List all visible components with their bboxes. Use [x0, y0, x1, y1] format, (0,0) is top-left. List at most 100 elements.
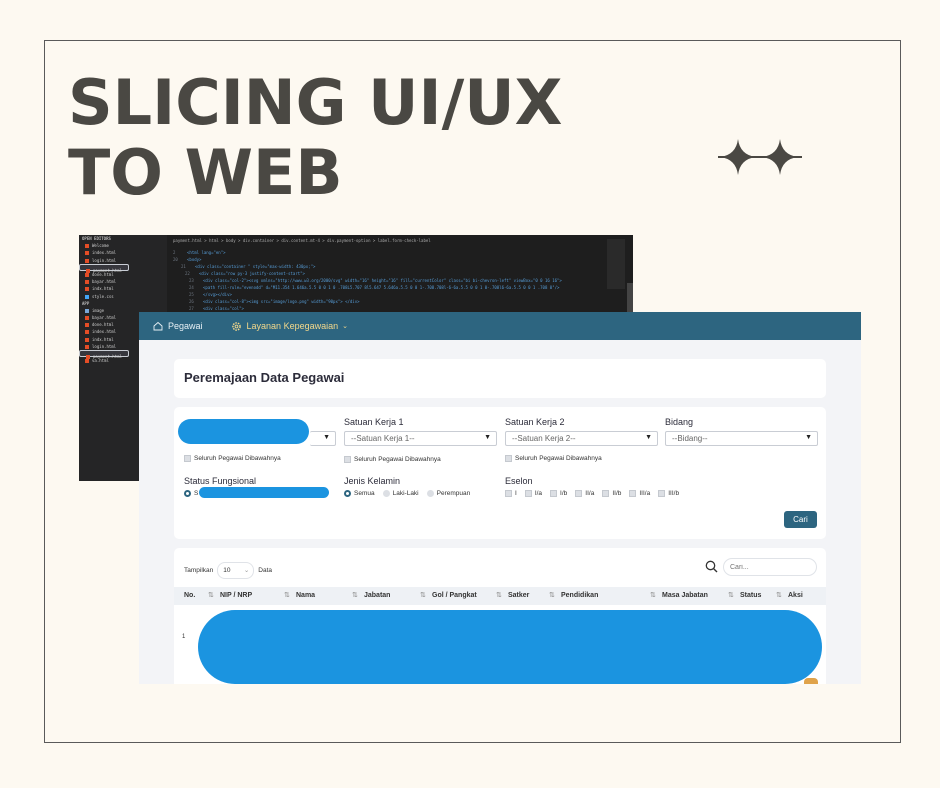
- sort-icon[interactable]: ⇅: [352, 592, 358, 599]
- file-name: Welcome: [92, 243, 109, 249]
- eselon-option-label: I/b: [560, 490, 568, 497]
- app-file-item[interactable]: va.html: [79, 357, 167, 364]
- eselon-checkbox[interactable]: [550, 490, 558, 497]
- open-editor-item[interactable]: style.css: [79, 293, 167, 300]
- status-fungsional-radio[interactable]: S: [184, 490, 198, 497]
- dropdown-arrow-icon: ▼: [484, 434, 491, 441]
- sort-icon[interactable]: ⇅: [728, 592, 734, 599]
- eselon-option-label: III/a: [639, 490, 651, 497]
- app-file-item[interactable]: indx.html: [79, 336, 167, 343]
- file-name: indx.html: [92, 336, 114, 342]
- top-navbar: Pegawai Layanan Kepegawaian ⌄: [139, 312, 861, 340]
- checkbox[interactable]: [344, 456, 351, 463]
- seluruh-pegawai-checkbox-3[interactable]: Seluruh Pegawai Dibawahnya: [505, 455, 602, 462]
- html-file-icon: [85, 316, 89, 321]
- line-number: 2: [173, 250, 176, 255]
- open-editor-item[interactable]: done.html: [79, 271, 167, 278]
- eselon-checkbox[interactable]: [602, 490, 610, 497]
- search-button[interactable]: Cari: [784, 511, 817, 528]
- app-file-item[interactable]: image: [79, 307, 167, 314]
- eselon-checkbox[interactable]: [658, 490, 666, 497]
- checkbox[interactable]: [505, 455, 512, 462]
- sort-icon[interactable]: ⇅: [776, 592, 782, 599]
- eselon-checkbox[interactable]: [575, 490, 583, 497]
- column-header[interactable]: No.: [184, 592, 196, 599]
- html-file-icon: [86, 355, 90, 359]
- eselon-checkbox[interactable]: [524, 490, 532, 497]
- column-header[interactable]: Satker: [508, 592, 530, 599]
- nav-label-layanan: Layanan Kepegawaian: [246, 321, 339, 331]
- column-header[interactable]: Status: [740, 592, 762, 599]
- seluruh-pegawai-checkbox-2[interactable]: Seluruh Pegawai Dibawahnya: [344, 456, 441, 463]
- open-editor-item[interactable]: indx.html: [79, 285, 167, 292]
- column-header[interactable]: Aksi: [788, 592, 803, 599]
- sort-icon[interactable]: ⇅: [650, 592, 656, 599]
- app-file-item[interactable]: login.html: [79, 343, 167, 350]
- html-file-icon: [85, 337, 89, 342]
- checkbox[interactable]: [184, 455, 191, 462]
- html-file-icon: [85, 272, 89, 277]
- file-name: index.html: [92, 329, 117, 335]
- code-line: 26<div class="col-8"><img src="image/log…: [167, 298, 633, 305]
- open-editor-item[interactable]: Welcome: [79, 242, 167, 249]
- page-length-value: 10: [223, 567, 231, 574]
- search-icon[interactable]: [705, 560, 718, 573]
- bidang-select[interactable]: --Bidang--▼: [665, 431, 818, 446]
- code-line: 21<div class="container " style="max-wid…: [167, 263, 633, 270]
- open-editor-item[interactable]: login.html: [79, 257, 167, 264]
- column-header[interactable]: Gol / Pangkat: [432, 592, 477, 599]
- html-file-icon: [85, 359, 89, 364]
- sort-icon[interactable]: ⇅: [284, 592, 290, 599]
- eselon-checkbox[interactable]: [629, 490, 637, 497]
- satuan-kerja-1-select[interactable]: --Satuan Kerja 1-- ▼: [344, 431, 497, 446]
- page-length-select[interactable]: 10⌄: [217, 562, 255, 579]
- column-header[interactable]: Masa Jabatan: [662, 592, 708, 599]
- scrollbar[interactable]: [627, 283, 633, 323]
- eselon-checkbox[interactable]: [505, 490, 512, 497]
- html-file-icon: [86, 268, 90, 273]
- sort-icon[interactable]: ⇅: [549, 592, 555, 599]
- sort-icon[interactable]: ⇅: [208, 592, 214, 599]
- section-title: Peremajaan Data Pegawai: [184, 370, 345, 385]
- unit-dropdown[interactable]: ▼: [310, 431, 336, 446]
- radio-laki-laki[interactable]: [382, 490, 390, 497]
- sort-icon[interactable]: ⇅: [496, 592, 502, 599]
- bidang-value: --Bidang--: [672, 434, 708, 443]
- title-line-1: SLICING UI/UX: [68, 66, 563, 139]
- line-number: 27: [189, 306, 194, 311]
- column-header[interactable]: Nama: [296, 592, 316, 599]
- column-header[interactable]: NIP / NRP: [220, 592, 253, 599]
- satuan-kerja-1-value: --Satuan Kerja 1--: [351, 434, 415, 443]
- radio-semua[interactable]: [344, 490, 351, 497]
- column-header[interactable]: Pendidikan: [561, 592, 599, 599]
- app-file-item[interactable]: index.html: [79, 328, 167, 335]
- outer-frame: [44, 40, 901, 743]
- app-file-item[interactable]: payment.html: [79, 350, 129, 359]
- action-button[interactable]: [804, 678, 818, 684]
- seluruh-pegawai-checkbox-1[interactable]: Seluruh Pegawai Dibawahnya: [184, 455, 281, 462]
- radio-selected[interactable]: [184, 490, 191, 497]
- gear-icon: [231, 321, 241, 331]
- file-name: va.html: [92, 358, 109, 364]
- sort-icon[interactable]: ⇅: [420, 592, 426, 599]
- app-folder-header[interactable]: APP: [82, 300, 90, 306]
- breadcrumb: payment.html > html > body > div.contain…: [173, 238, 431, 243]
- app-file-item[interactable]: done.html: [79, 321, 167, 328]
- nav-label-pegawai: Pegawai: [168, 321, 203, 331]
- seluruh-pegawai-label: Seluruh Pegawai Dibawahnya: [515, 455, 602, 462]
- code-area: payment.html > html > body > div.contain…: [167, 235, 633, 323]
- app-file-item[interactable]: bayar.html: [79, 314, 167, 321]
- table-search-input[interactable]: [723, 558, 817, 576]
- satuan-kerja-2-select[interactable]: --Satuan Kerja 2--▼: [505, 431, 658, 446]
- column-header[interactable]: Jabatan: [364, 592, 391, 599]
- nav-item-pegawai[interactable]: Pegawai: [153, 321, 203, 331]
- line-number: 20: [173, 257, 178, 262]
- radio-perempuan[interactable]: [426, 490, 434, 497]
- page-title: SLICING UI/UX TO WEB: [68, 68, 562, 208]
- open-editor-item[interactable]: bayar.html: [79, 278, 167, 285]
- nav-item-layanan[interactable]: Layanan Kepegawaian ⌄: [231, 321, 348, 332]
- open-editor-item[interactable]: payment.html: [79, 263, 129, 273]
- html-file-icon: [85, 323, 89, 328]
- open-editor-item[interactable]: index.html: [79, 249, 167, 256]
